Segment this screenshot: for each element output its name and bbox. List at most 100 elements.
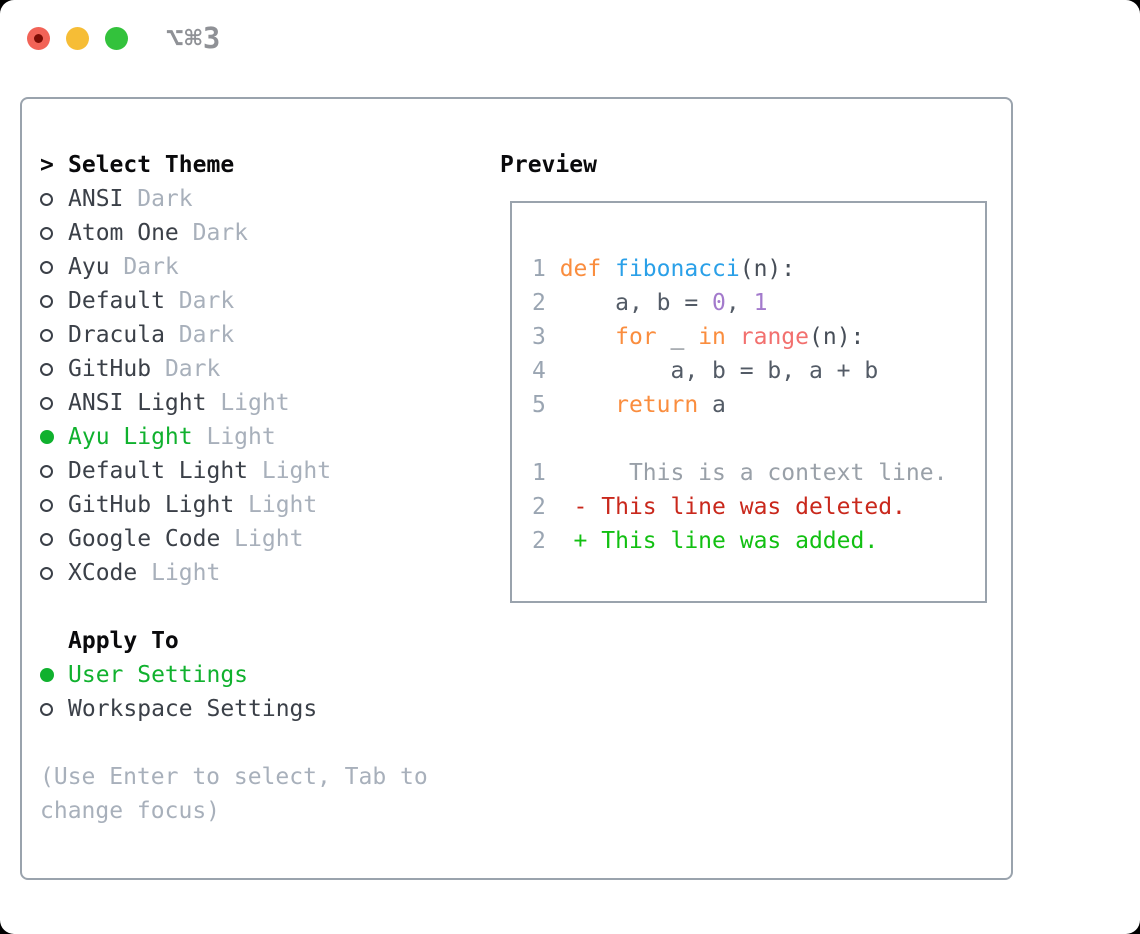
titlebar: ⌥⌘3 (0, 0, 1140, 70)
close-button-dot (34, 34, 43, 43)
radio-icon (40, 464, 53, 478)
item-label: Default Light (68, 458, 249, 484)
radio-icon (40, 192, 53, 206)
radio-icon (40, 532, 53, 546)
item-label: Dracula (68, 322, 165, 348)
item-label: Ayu (68, 254, 110, 280)
item-variant-tag: Dark (164, 322, 235, 348)
close-button[interactable] (27, 27, 50, 50)
code-line: 2 - This line was deleted. (532, 490, 985, 524)
code-line: 2 + This line was added. (532, 524, 985, 558)
code-token: (n): (809, 324, 865, 350)
code-token: - This line was deleted. (559, 494, 906, 520)
code-token: return (615, 392, 699, 418)
code-token: for (615, 324, 657, 350)
spacer (40, 590, 428, 624)
radio-icon (40, 294, 53, 308)
code-line: 2 a, b = 0, 1 (532, 286, 985, 320)
line-number: 5 (532, 392, 560, 418)
traffic-lights (27, 27, 128, 50)
item-label: ANSI (68, 186, 124, 212)
line-number: 2 (532, 494, 560, 520)
theme-item[interactable]: ANSI Dark (40, 182, 428, 216)
code-token (560, 392, 615, 418)
spacer (40, 726, 428, 760)
item-label: GitHub Light (68, 492, 235, 518)
code-line: 5 return a (532, 388, 985, 422)
line-number: 3 (532, 324, 560, 350)
theme-item[interactable]: GitHub Light Light (40, 488, 428, 522)
focus-caret-icon: > (40, 152, 54, 178)
code-line: 1 def fibonacci(n): (532, 252, 985, 286)
apply-option[interactable]: User Settings (40, 658, 428, 692)
radio-icon (40, 260, 53, 274)
preview-title: Preview (500, 152, 597, 178)
theme-item[interactable]: Ayu Light Light (40, 420, 428, 454)
theme-item[interactable]: Dracula Dark (40, 318, 428, 352)
code-token: This is a context line. (559, 460, 948, 486)
line-number: 2 (532, 290, 560, 316)
code-token (726, 324, 740, 350)
blank-line (532, 422, 985, 456)
code-token: a (698, 392, 726, 418)
item-variant-tag: Light (192, 424, 276, 450)
code-token: fibonacci (615, 256, 740, 282)
radio-icon (40, 226, 53, 240)
line-number: 1 (532, 256, 560, 282)
window-title: ⌥⌘3 (166, 21, 222, 55)
code-line: 3 for _ in range(n): (532, 320, 985, 354)
item-variant-tag: Light (137, 560, 221, 586)
radio-icon (40, 702, 53, 716)
item-label: Google Code (68, 526, 221, 552)
code-token: 1 (753, 290, 768, 316)
theme-item[interactable]: Default Light Light (40, 454, 428, 488)
apply-to-header-row: Apply To (40, 624, 428, 658)
item-variant-tag: Light (234, 492, 318, 518)
item-label: GitHub (68, 356, 152, 382)
zoom-button[interactable] (105, 27, 128, 50)
code-token: range (739, 324, 809, 350)
code-token: a, b = b, a + b (559, 358, 879, 384)
hint-line-1: (Use Enter to select, Tab to (40, 764, 428, 790)
radio-selected-icon (40, 668, 54, 682)
item-label: Ayu Light (68, 424, 193, 450)
minimize-button[interactable] (66, 27, 89, 50)
theme-item[interactable]: Google Code Light (40, 522, 428, 556)
item-variant-tag: Dark (151, 356, 221, 382)
apply-to-title: Apply To (68, 628, 179, 654)
code-token (560, 324, 615, 350)
theme-item[interactable]: Atom One Dark (40, 216, 428, 250)
apply-option[interactable]: Workspace Settings (40, 692, 428, 726)
hint-line-2: change focus) (40, 798, 221, 824)
theme-list-header: > Select Theme (40, 148, 428, 182)
radio-selected-icon (40, 430, 54, 444)
theme-item[interactable]: GitHub Dark (40, 352, 428, 386)
code-token: a, b = (559, 290, 713, 316)
code-token: def (559, 256, 602, 282)
radio-icon (40, 498, 53, 512)
item-label: ANSI Light (68, 390, 207, 416)
theme-item[interactable]: Ayu Dark (40, 250, 428, 284)
item-variant-tag: Dark (164, 288, 235, 314)
code-line: 4 a, b = b, a + b (532, 354, 985, 388)
radio-icon (40, 328, 53, 342)
line-number: 1 (532, 460, 560, 486)
line-number: 4 (532, 358, 560, 384)
code-line: 1 This is a context line. (532, 456, 985, 490)
theme-item[interactable]: Default Dark (40, 284, 428, 318)
item-label: Workspace Settings (68, 696, 318, 722)
item-label: Atom One (68, 220, 179, 246)
theme-item[interactable]: XCode Light (40, 556, 428, 590)
item-variant-tag: Dark (109, 254, 179, 280)
code-token: (n): (739, 256, 796, 282)
item-variant-tag: Light (248, 458, 332, 484)
theme-item[interactable]: ANSI Light Light (40, 386, 428, 420)
code-token (601, 256, 615, 282)
item-label: User Settings (68, 662, 249, 688)
item-label: Default (68, 288, 165, 314)
line-number: 2 (532, 528, 560, 554)
